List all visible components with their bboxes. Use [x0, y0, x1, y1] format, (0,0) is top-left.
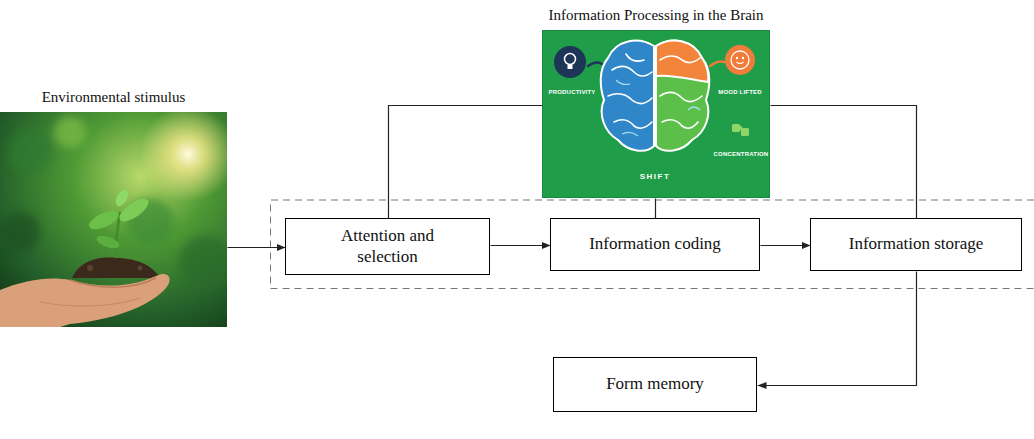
- icon-caption: PRODUCTIVITY: [548, 89, 595, 95]
- figure-heading: Information Processing in the Brain: [549, 7, 764, 24]
- connector-line: [771, 106, 917, 219]
- flow-arrow: [758, 272, 917, 386]
- figure-area: PRODUCTIVITY MOOD LIFTED CONCENTRATION SHIF…: [542, 30, 770, 198]
- process-box: Information coding: [550, 218, 760, 271]
- brain-panel: Information Processing in the BrainPRODU…: [542, 0, 770, 198]
- flow-arrow: [491, 245, 551, 246]
- icon-caption: CONCENTRATION: [714, 151, 769, 157]
- box-label: Attention and selection: [318, 226, 458, 267]
- box-label: Form memory: [606, 374, 704, 394]
- connector-line: [655, 199, 656, 219]
- figure-area: [0, 112, 227, 327]
- seedling-photo: [0, 112, 227, 327]
- figure-heading: Environmental stimulus: [42, 89, 186, 106]
- connector-line: [389, 106, 543, 219]
- process-box: Attention and selection: [285, 218, 490, 275]
- icon-caption: SHIFT: [640, 172, 671, 181]
- heading-area: Environmental stimulus: [0, 82, 227, 112]
- process-box: Form memory: [553, 357, 757, 412]
- icon-caption: MOOD LIFTED: [718, 89, 762, 95]
- dashed-frame: [271, 200, 1034, 289]
- stimulus-photo: Environmental stimulus: [0, 82, 227, 327]
- heading-area: Information Processing in the Brain: [542, 0, 770, 30]
- flow-arrow: [761, 245, 811, 246]
- flow-arrow: [228, 247, 286, 248]
- process-box: Information storage: [810, 218, 1022, 271]
- box-label: Information storage: [849, 234, 984, 254]
- box-label: Information coding: [589, 234, 721, 254]
